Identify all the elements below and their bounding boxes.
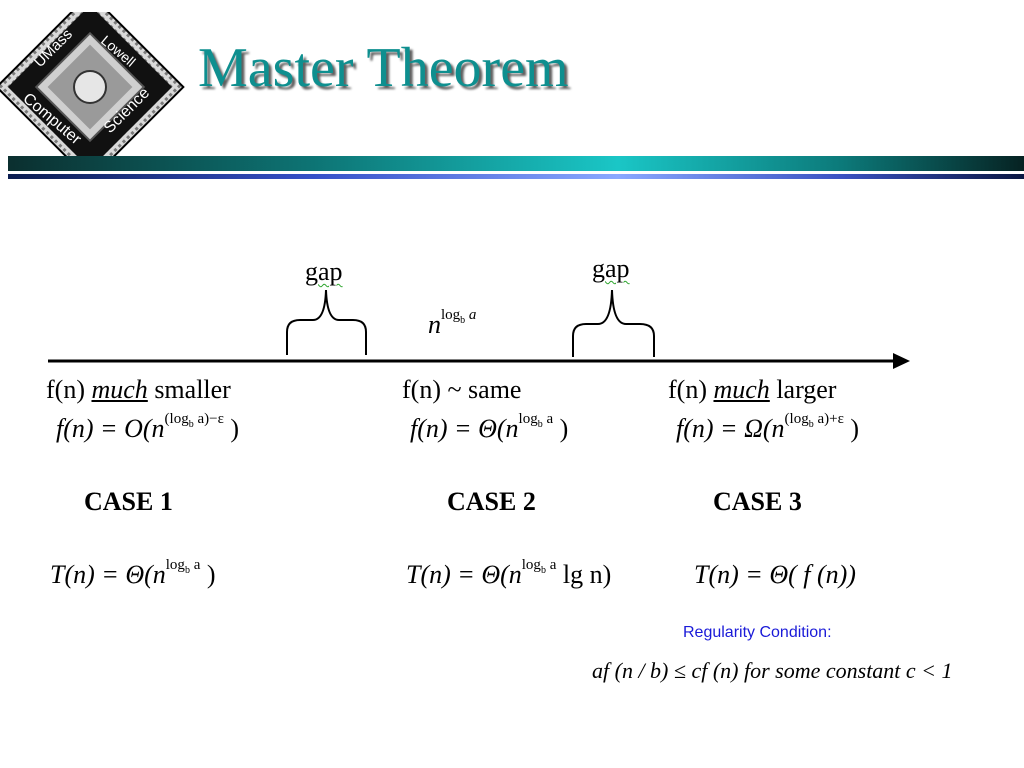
gap-label-right: gap [592, 254, 630, 283]
header-rule-thick [8, 156, 1024, 171]
gap-brace-right [572, 289, 655, 357]
umass-lowell-cs-logo: UMass Lowell Computer Science [0, 12, 185, 162]
case-1-heading: CASE 1 [84, 487, 173, 516]
case-2-heading: CASE 2 [447, 487, 536, 516]
solution-case-1: T(n) = Θ(nlogb a ) [50, 557, 216, 589]
solution-case-2: T(n) = Θ(nlogb a lg n) [406, 557, 612, 589]
condition-case-2: f(n) = Θ(nlogb a ) [410, 411, 569, 443]
condition-case-1: f(n) = O(n(logb a)−ε ) [56, 411, 240, 443]
gap-label-left: gap [305, 257, 343, 286]
region-label-smaller: f(n) much smaller [46, 375, 231, 404]
regularity-formula: af (n / b) ≤ cf (n) for some constant c … [592, 658, 953, 683]
page-title: Master Theorem [198, 37, 569, 99]
condition-case-3: f(n) = Ω(n(logb a)+ε ) [676, 411, 860, 443]
gap-brace-left [286, 289, 367, 355]
region-label-larger: f(n) much larger [668, 375, 837, 404]
region-label-same: f(n) ~ same [402, 375, 522, 404]
center-label: nlogb a [428, 307, 477, 339]
axis-arrowhead [893, 353, 910, 369]
case-3-heading: CASE 3 [713, 487, 802, 516]
regularity-label: Regularity Condition: [683, 624, 832, 641]
solution-case-3: T(n) = Θ( f (n)) [694, 560, 856, 589]
header-rule-thin [8, 174, 1024, 179]
